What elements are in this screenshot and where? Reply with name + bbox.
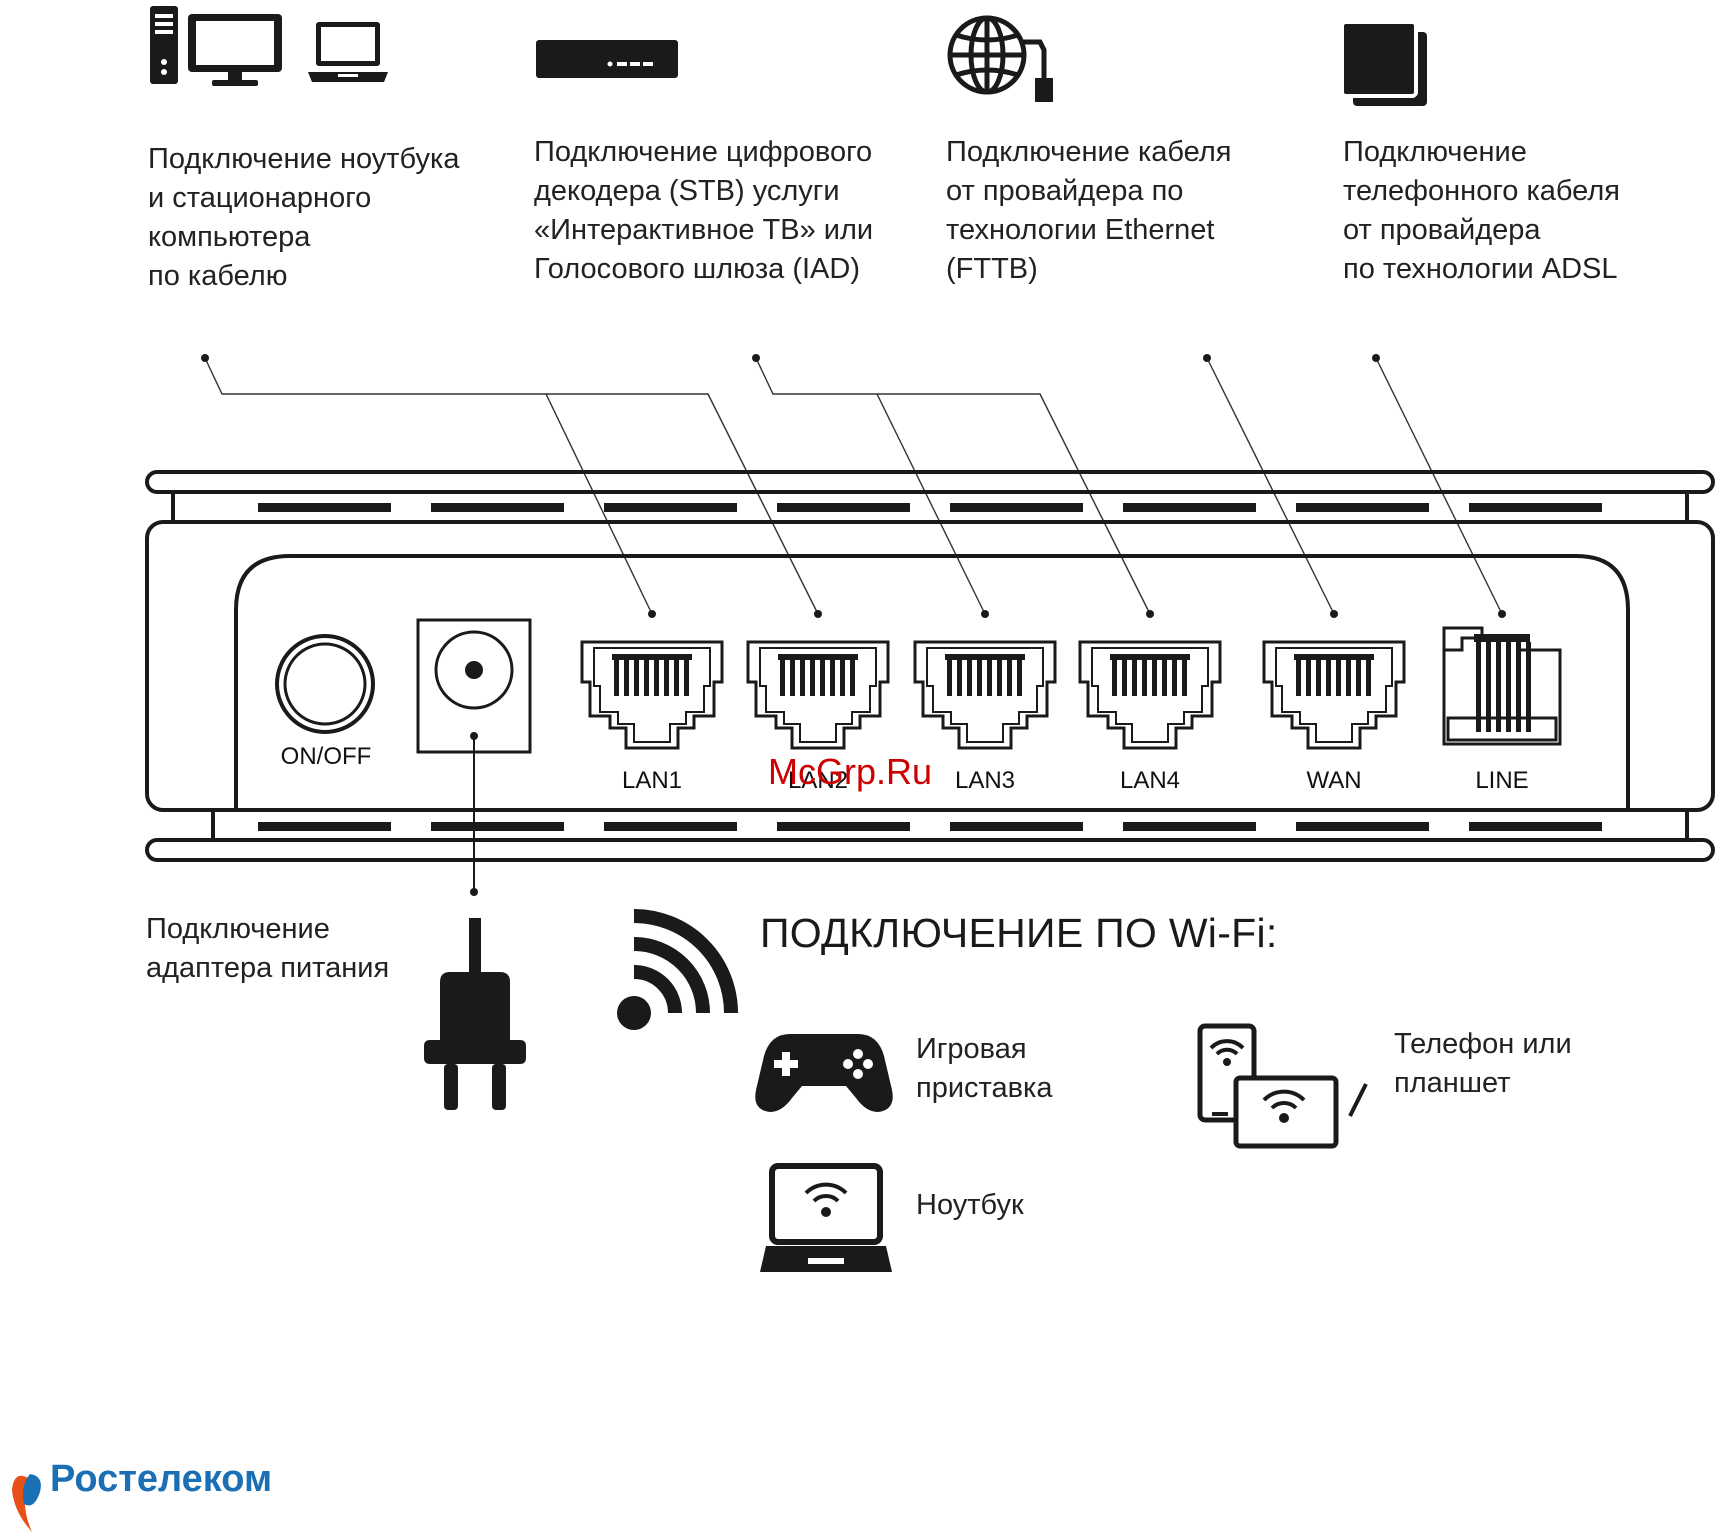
power-socket [416,618,532,896]
leader-dots [201,354,1506,618]
caption-laptop: Ноутбук [916,1189,1024,1221]
port-label-lan3: LAN3 [955,767,1015,794]
port-label-lan4: LAN4 [1120,767,1180,794]
pc-tower-icon [150,6,178,84]
port-label-wan: WAN [1306,767,1361,794]
caption-adsl: Подключение телефонного кабеля от провай… [1343,136,1620,285]
router-body [145,470,1715,862]
wifi-title: ПОДКЛЮЧЕНИЕ ПО Wi-Fi: [760,910,1278,956]
lan1-port [580,640,724,750]
tablet-icon [1233,1075,1368,1149]
caption-phone-tablet: Телефон или планшет [1394,1028,1572,1099]
lan2-port [746,640,890,750]
port-label-onoff: ON/OFF [281,743,372,770]
lan4-port [1078,640,1222,750]
wifi-laptop-icon [760,1163,892,1272]
caption-gamepad: Игровая приставка [916,1033,1053,1104]
rostelecom-logo: Ростелеком [50,1458,273,1500]
laptop-icon [308,22,388,82]
phone-jack-icon [1340,20,1427,106]
port-label-lan2: LAN2 [788,767,848,794]
set-top-box-icon [536,40,678,78]
caption-ethernet: Подключение кабеля от провайдера по техн… [946,136,1232,285]
caption-stb: Подключение цифрового декодера (STB) усл… [534,136,874,285]
wan-port [1262,640,1406,750]
watermark: McGrp.Ru [768,751,932,792]
leader-lines [204,357,1503,615]
power-plug-icon [424,918,526,1110]
caption-computers: Подключение ноутбука и стационарного ком… [148,143,460,292]
rostelecom-logo-icon [12,1474,41,1532]
line-port [1442,626,1562,746]
port-label-line: LINE [1475,767,1528,794]
power-button [275,634,375,734]
rj45-plug-icon [1035,78,1053,102]
caption-power: Подключение адаптера питания [146,913,390,984]
port-label-lan1: LAN1 [622,767,682,794]
globe-cable-icon [947,15,1047,95]
gamepad-icon [755,1034,893,1112]
lan3-port [913,640,1057,750]
wifi-signal-icon [617,909,738,1030]
router-vents [258,503,1602,831]
monitor-icon [188,14,282,86]
